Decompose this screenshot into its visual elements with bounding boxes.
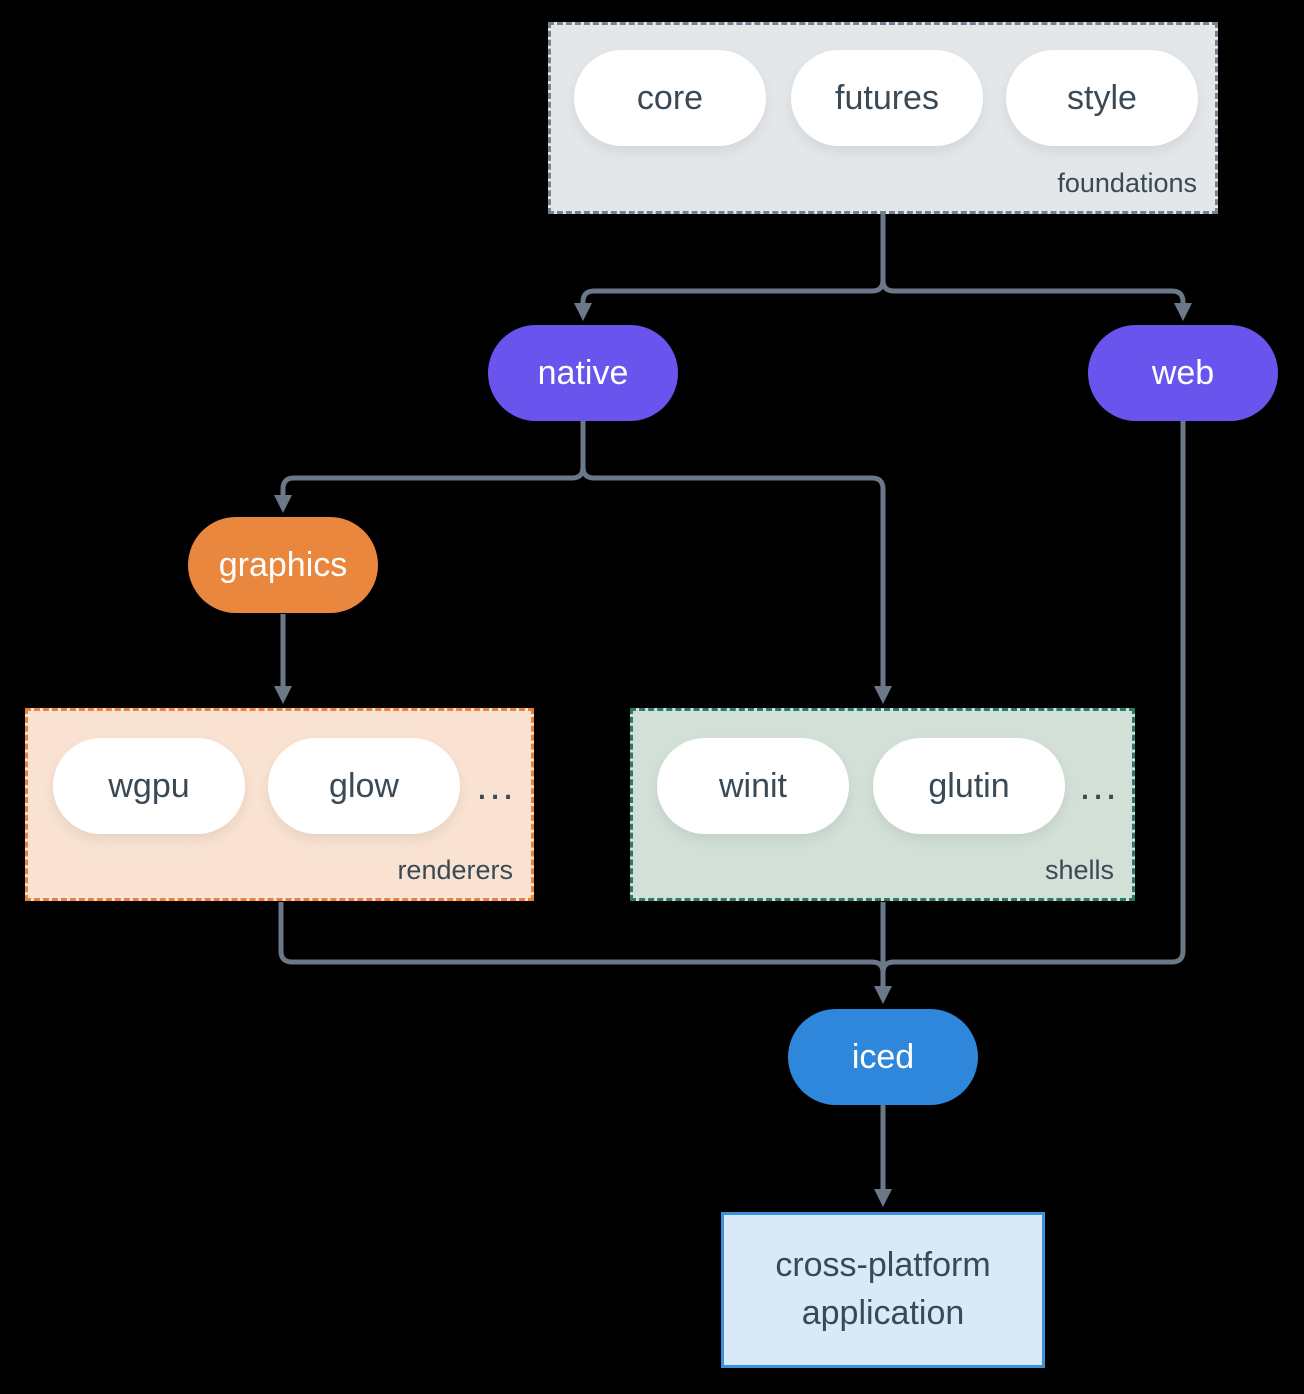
pill-winit-label: winit bbox=[718, 766, 788, 805]
pill-glutin-label: glutin bbox=[928, 766, 1010, 805]
renderers-group: wgpu glow ... renderers bbox=[25, 708, 534, 901]
pill-core-label: core bbox=[636, 78, 704, 117]
pill-glutin: glutin bbox=[873, 738, 1065, 834]
node-graphics-label: graphics bbox=[218, 545, 348, 584]
pill-winit: winit bbox=[657, 738, 849, 834]
application-label-line2: application bbox=[801, 1294, 965, 1332]
node-web: web bbox=[1088, 325, 1278, 421]
node-native-label: native bbox=[537, 353, 629, 392]
edge-foundations-native bbox=[574, 214, 886, 321]
node-iced: iced bbox=[788, 1009, 978, 1105]
application-label-line1: cross-platform bbox=[775, 1246, 991, 1285]
pill-glow-label: glow bbox=[329, 766, 399, 805]
pill-futures: futures bbox=[791, 50, 983, 146]
node-graphics: graphics bbox=[188, 517, 378, 613]
pill-wgpu-label: wgpu bbox=[108, 766, 190, 805]
pill-style-label: style bbox=[1067, 78, 1137, 117]
shells-group-label: shells bbox=[1044, 855, 1114, 885]
foundations-group-label: foundations bbox=[1057, 168, 1197, 198]
pill-wgpu: wgpu bbox=[53, 738, 245, 834]
pill-glow: glow bbox=[268, 738, 460, 834]
renderers-group-label: renderers bbox=[397, 855, 513, 885]
pill-core: core bbox=[574, 50, 766, 146]
shells-ellipsis: ... bbox=[1079, 763, 1119, 808]
pill-style: style bbox=[1006, 50, 1198, 146]
node-web-label: web bbox=[1151, 353, 1215, 392]
edge-renderers-merge bbox=[278, 902, 886, 974]
node-iced-label: iced bbox=[851, 1037, 915, 1076]
renderers-ellipsis: ... bbox=[476, 763, 516, 808]
pill-futures-label: futures bbox=[835, 78, 939, 117]
edge-foundations-web bbox=[880, 214, 1192, 321]
foundations-group: core futures style foundations bbox=[548, 22, 1218, 214]
edge-native-shells bbox=[580, 421, 892, 704]
edge-native-graphics bbox=[274, 421, 586, 513]
node-native: native bbox=[488, 325, 678, 421]
shells-group: winit glutin ... shells bbox=[630, 708, 1135, 901]
application-box: cross-platform application bbox=[721, 1212, 1045, 1368]
